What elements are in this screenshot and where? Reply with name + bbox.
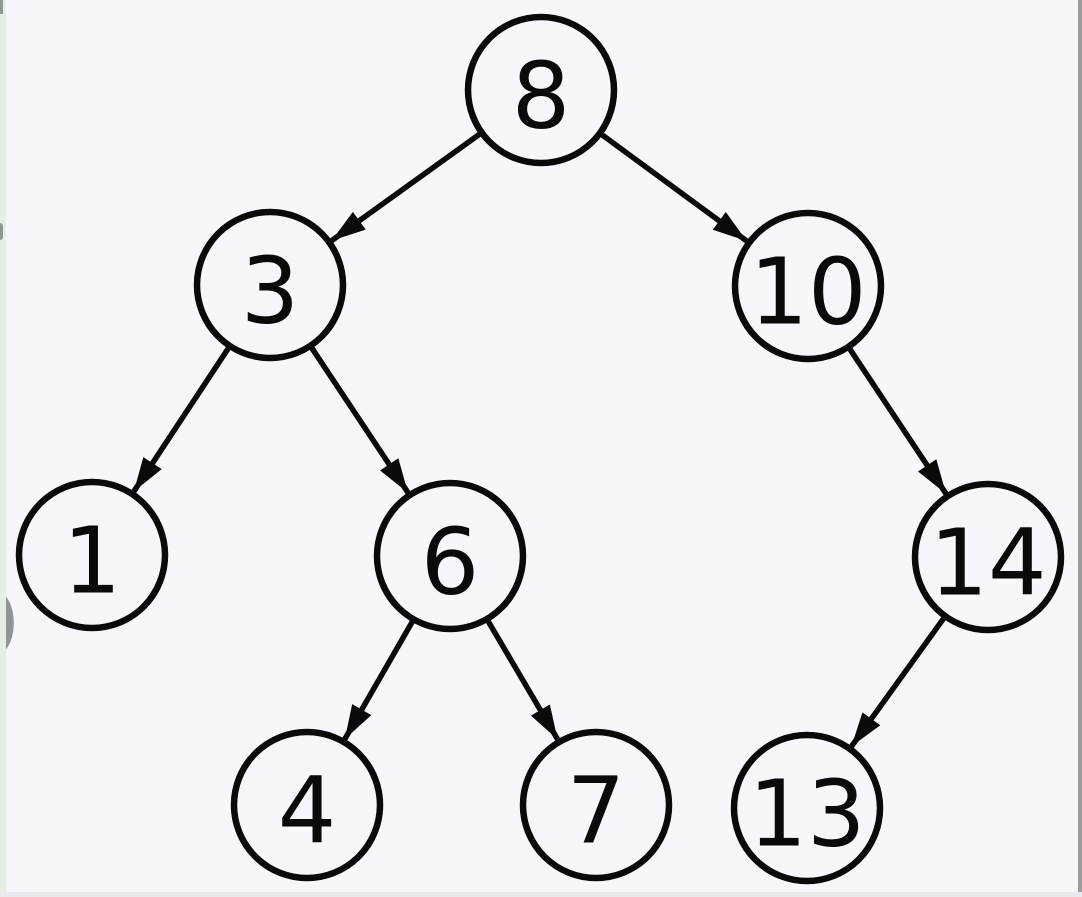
tree-edge-3-1 — [131, 346, 231, 494]
tree-node-circle-4 — [230, 728, 384, 882]
tree-node-label-6: 6 — [421, 509, 480, 616]
tree-edge-6-7 — [486, 620, 560, 741]
tree-node-label-14: 14 — [929, 510, 1046, 617]
tree-node-label-1: 1 — [63, 508, 122, 615]
tree-node-label-10: 10 — [749, 239, 866, 346]
window-edge-artifact-top — [0, 0, 3, 14]
tree-node-circle-7 — [519, 728, 673, 882]
right-window-edge — [1078, 0, 1082, 897]
tree-node-circle-8 — [464, 13, 618, 167]
tree-node-circle-10 — [731, 209, 885, 363]
tree-node-label-3: 3 — [241, 238, 300, 345]
tree-node-6: 6 — [373, 479, 527, 633]
tree-edge-10-14 — [847, 347, 949, 496]
tree-node-1: 1 — [15, 478, 169, 632]
tree-node-circle-6 — [373, 479, 527, 633]
bottom-window-edge — [0, 892, 1082, 897]
left-window-edge — [0, 0, 6, 897]
tree-node-label-8: 8 — [512, 43, 571, 150]
tree-node-label-13: 13 — [748, 761, 865, 868]
tree-edge-14-13 — [849, 616, 946, 749]
tree-edge-8-10 — [600, 132, 749, 244]
tree-edge-3-6 — [309, 346, 411, 495]
tree-node-circle-3 — [193, 208, 347, 362]
tree-node-7: 7 — [519, 728, 673, 882]
window-edge-artifact-mid — [0, 223, 3, 240]
tree-node-circle-14 — [911, 480, 1065, 634]
tree-node-13: 13 — [730, 731, 884, 885]
tree-node-10: 10 — [731, 209, 885, 363]
tree-node-8: 8 — [464, 13, 618, 167]
tree-node-circle-1 — [15, 478, 169, 632]
tree-node-label-7: 7 — [567, 758, 626, 865]
tree-node-3: 3 — [193, 208, 347, 362]
tree-node-4: 4 — [230, 728, 384, 882]
tree-node-14: 14 — [911, 480, 1065, 634]
tree-edge-8-3 — [330, 132, 481, 243]
tree-edge-6-4 — [342, 620, 415, 741]
tree-node-label-4: 4 — [278, 758, 337, 865]
tree-node-circle-13 — [730, 731, 884, 885]
